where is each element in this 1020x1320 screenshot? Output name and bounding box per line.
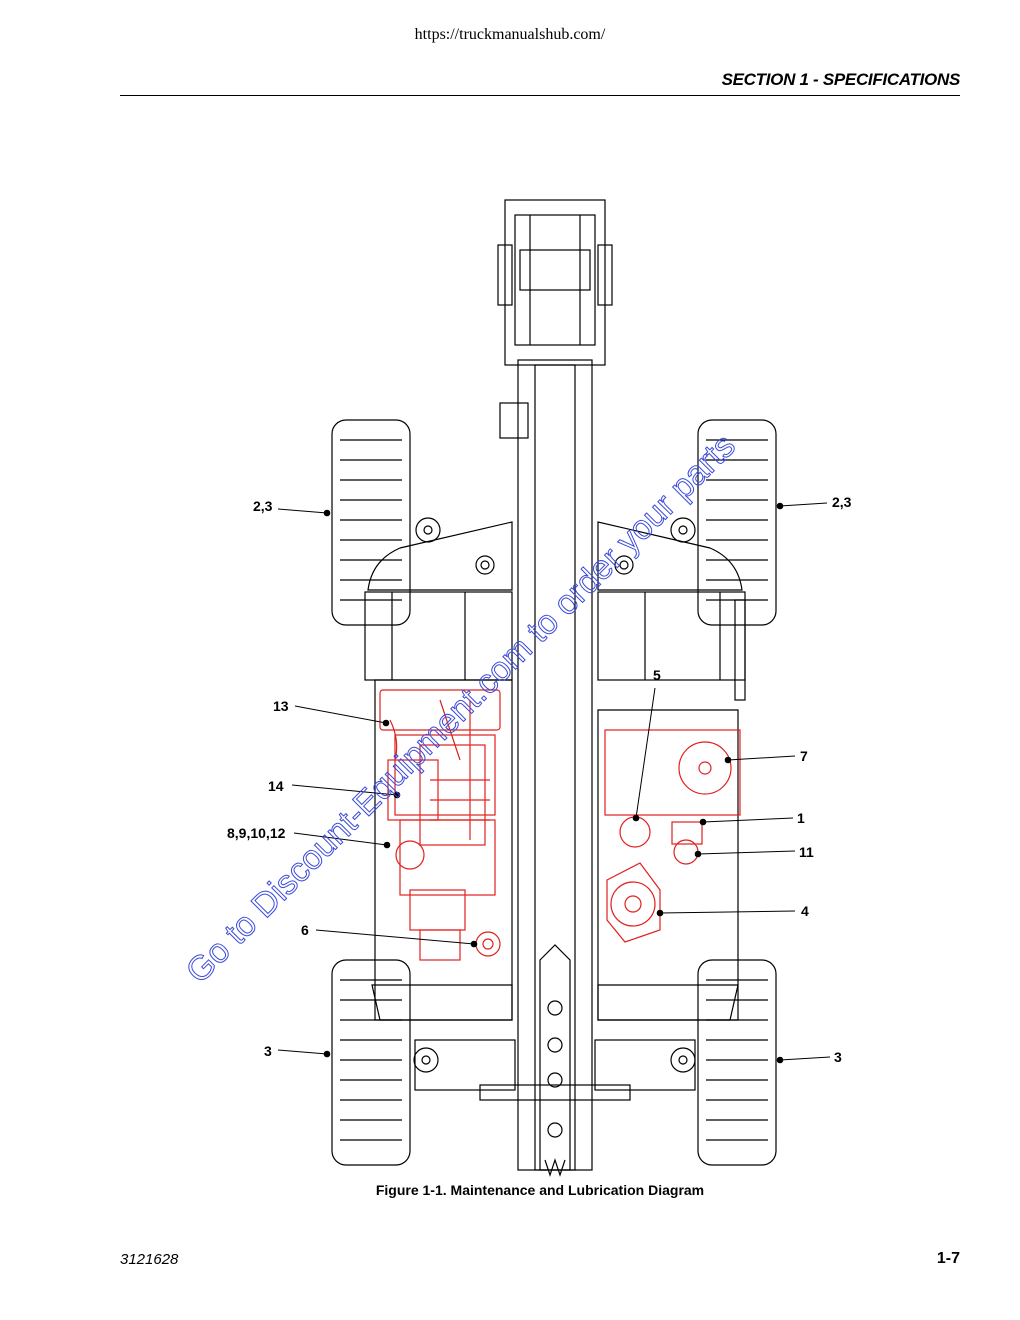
source-url: https://truckmanualshub.com/	[414, 26, 606, 43]
tire-rear-left	[331, 959, 411, 1166]
callout-2-3-right: 2,3	[832, 494, 852, 510]
callout-leaders	[277, 502, 831, 1064]
boom	[499, 359, 593, 1177]
highlighted-components	[379, 689, 741, 961]
chassis-frame	[364, 521, 746, 1101]
hydraulic-tank	[604, 729, 741, 816]
callout-4: 4	[801, 903, 809, 919]
callout-6: 6	[301, 922, 309, 938]
callout-13: 13	[273, 698, 289, 714]
callout-3-left: 3	[264, 1043, 272, 1059]
callout-3-right: 3	[834, 1049, 842, 1065]
callout-8-9-10-12: 8,9,10,12	[227, 825, 286, 841]
return-filter	[619, 816, 703, 865]
callout-11: 11	[799, 844, 814, 860]
swing-drive	[606, 862, 661, 943]
header-rule	[120, 95, 960, 96]
callout-14: 14	[268, 778, 284, 794]
page-number: 1-7	[936, 1250, 960, 1267]
boom-tip	[497, 199, 613, 366]
document-number: 3121628	[120, 1251, 179, 1268]
figure-caption: Figure 1-1. Maintenance and Lubrication …	[375, 1182, 705, 1198]
callout-1: 1	[797, 810, 805, 826]
hydraulic-pump	[419, 929, 501, 961]
callout-5: 5	[653, 667, 661, 683]
section-title: SECTION 1 - SPECIFICATIONS	[721, 70, 961, 89]
tire-front-left	[331, 419, 411, 626]
callout-2-3-left: 2,3	[253, 498, 273, 514]
engine-assembly	[379, 689, 501, 931]
callout-7: 7	[800, 748, 808, 764]
